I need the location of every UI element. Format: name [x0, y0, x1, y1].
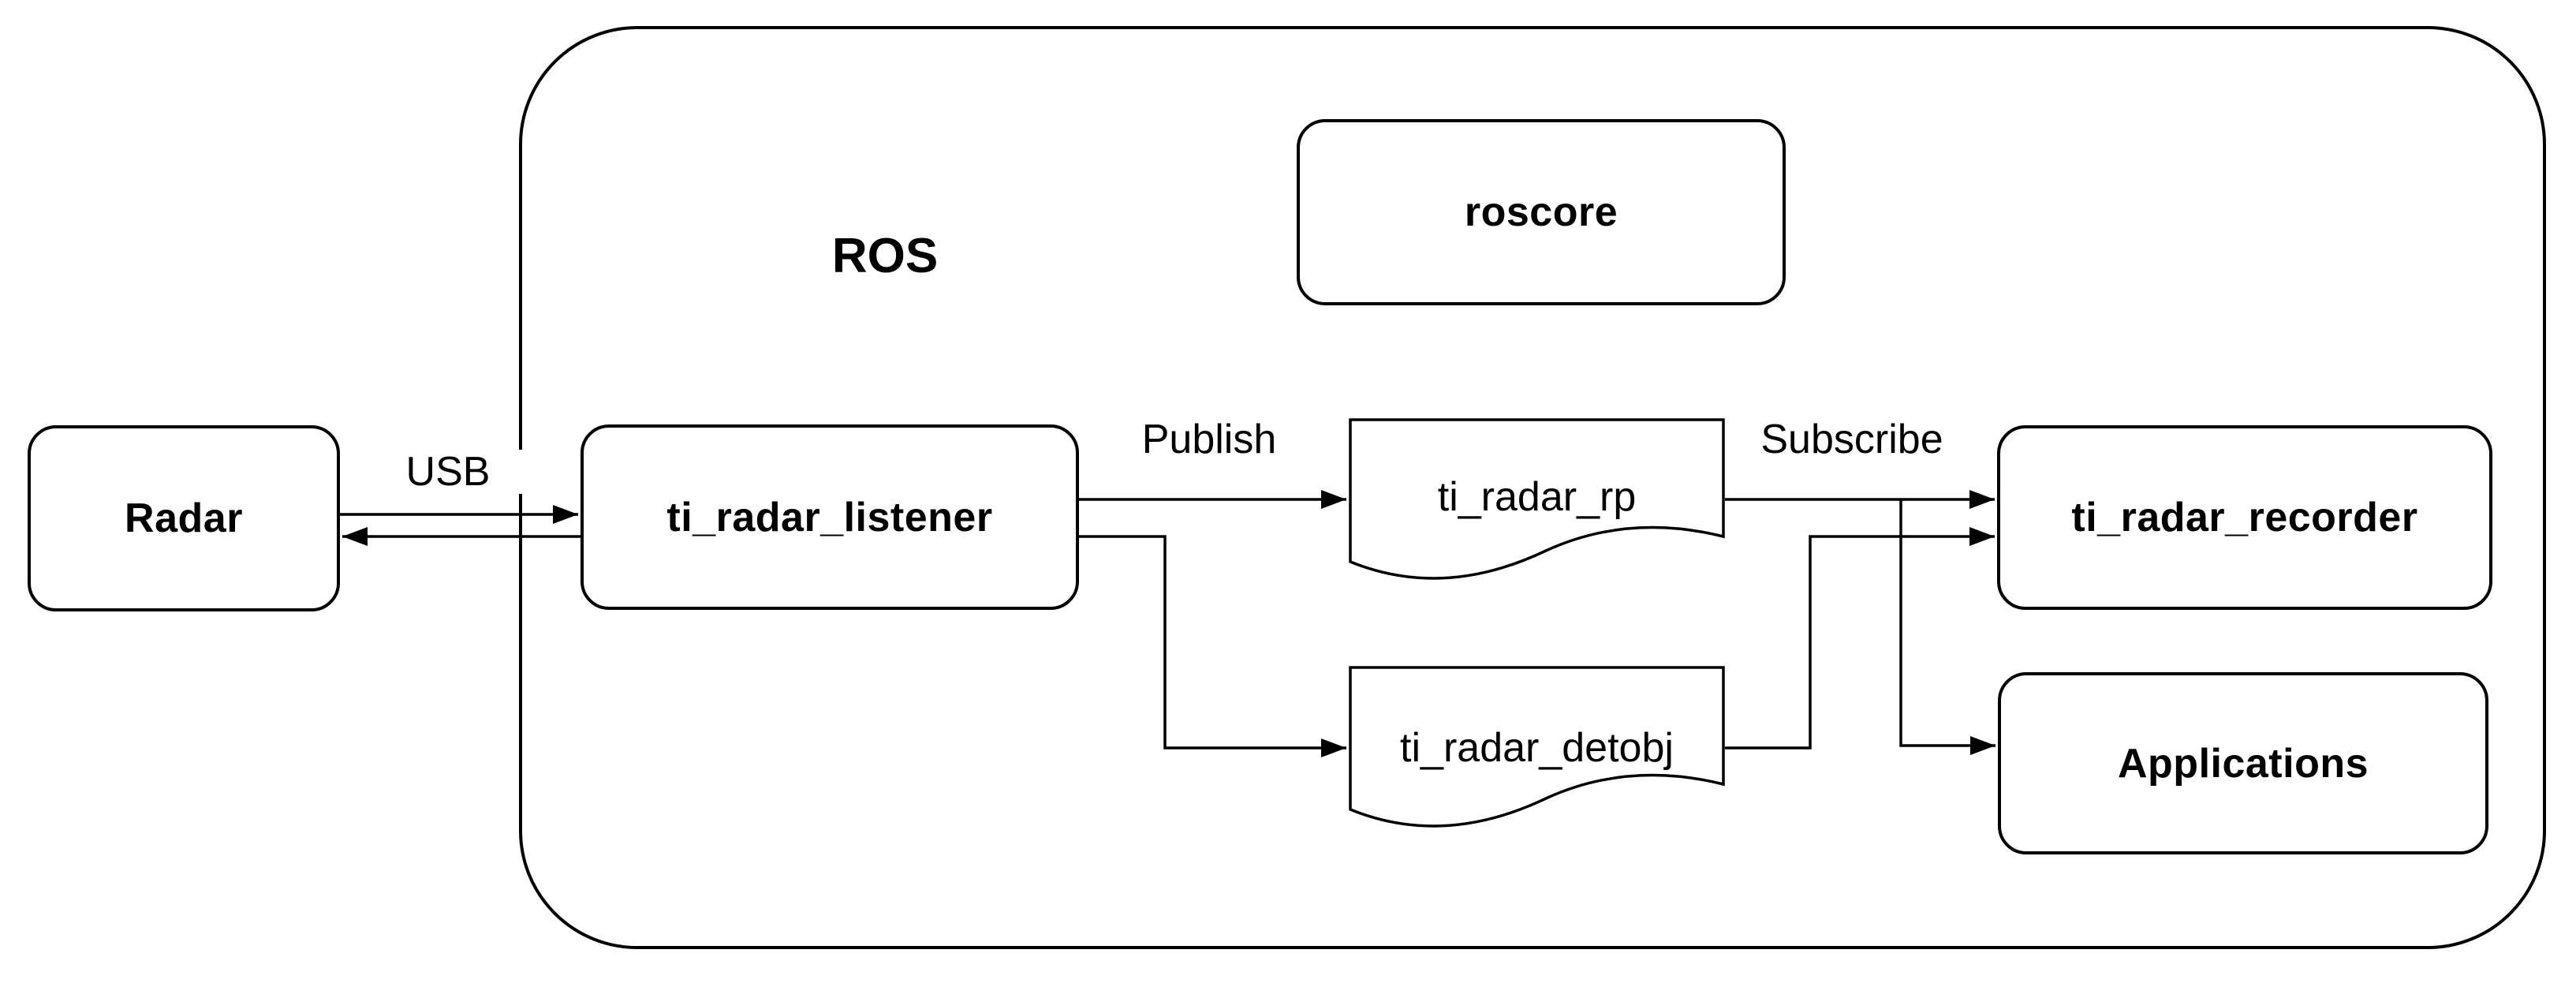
node-ti-radar-recorder: ti_radar_recorder [1997, 425, 2492, 610]
node-radar-label: Radar [125, 495, 243, 541]
node-roscore: roscore [1297, 119, 1786, 305]
node-ti-radar-listener-label: ti_radar_listener [666, 494, 993, 540]
edge-label-publish: Publish [1111, 417, 1308, 462]
node-ti-radar-listener: ti_radar_listener [581, 424, 1079, 610]
node-applications-label: Applications [2117, 740, 2369, 787]
topic-ti-radar-detobj-label: ti_radar_detobj [1400, 725, 1674, 771]
edge-label-subscribe: Subscribe [1753, 417, 1951, 462]
node-radar: Radar [28, 425, 340, 611]
node-ti-radar-recorder-label: ti_radar_recorder [2071, 495, 2418, 540]
node-roscore-label: roscore [1464, 189, 1618, 235]
ros-container-label: ROS [831, 229, 939, 283]
topic-ti-radar-detobj-shape [1349, 666, 1725, 828]
document-shape-outline [1349, 418, 1725, 580]
edge-label-usb: USB [369, 450, 527, 494]
document-shape-outline [1349, 666, 1725, 828]
node-applications: Applications [1998, 672, 2488, 854]
topic-ti-radar-rp-label: ti_radar_rp [1437, 474, 1637, 520]
topic-ti-radar-rp-shape [1349, 418, 1725, 580]
